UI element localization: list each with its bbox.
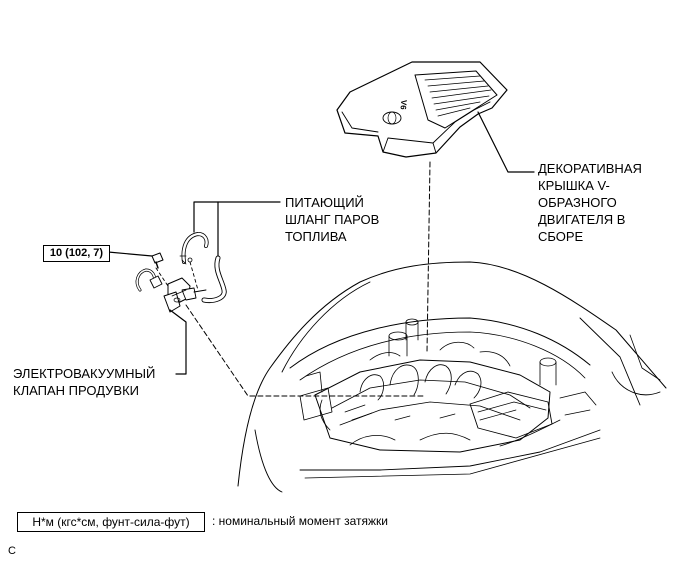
engine-cover-label-line: ОБРАЗНОГО bbox=[538, 195, 617, 210]
legend-units-box: Н*м (кгс*см, фунт-сила-фут) bbox=[17, 512, 205, 532]
legend-description: : номинальный момент затяжки bbox=[212, 514, 388, 528]
engine-cover-label-line: ДВИГАТЕЛЯ В bbox=[538, 212, 626, 227]
vapor-hose-label-line: ПИТАЮЩИЙ bbox=[285, 195, 364, 210]
torque-value-box: 10 (102, 7) bbox=[43, 245, 110, 262]
figure-code: C bbox=[8, 545, 16, 557]
vapor-hose-label-line: ШЛАНГ ПАРОВ bbox=[285, 212, 380, 227]
vapor-hose-leader bbox=[193, 201, 281, 257]
purge-valve-leader bbox=[155, 261, 426, 397]
purge-valve-illustration bbox=[135, 268, 207, 313]
torque-leader bbox=[107, 251, 153, 257]
engine-cover-label-line: СБОРЕ bbox=[538, 229, 584, 244]
engine-bay-illustration bbox=[237, 261, 667, 493]
bolt-illustration bbox=[151, 252, 164, 269]
vapor-hose-label-line: ТОПЛИВА bbox=[285, 229, 347, 244]
engine-cover-illustration bbox=[336, 61, 508, 158]
engine-cover-label-line: ДЕКОРАТИВНАЯ bbox=[538, 161, 642, 176]
purge-valve-label: ЭЛЕКТРОВАКУУМНЫЙ КЛАПАН ПРОДУВКИ bbox=[13, 365, 155, 399]
engine-cover-leader bbox=[426, 111, 535, 353]
engine-cover-label-line: КРЫШКА V- bbox=[538, 178, 610, 193]
cover-badge: V6 bbox=[398, 99, 408, 110]
engine-cover-label: ДЕКОРАТИВНАЯ КРЫШКА V- ОБРАЗНОГО ДВИГАТЕ… bbox=[538, 160, 642, 245]
vapor-hose-label: ПИТАЮЩИЙ ШЛАНГ ПАРОВ ТОПЛИВА bbox=[285, 194, 379, 245]
purge-valve-label-line: КЛАПАН ПРОДУВКИ bbox=[13, 383, 139, 398]
purge-valve-label-line: ЭЛЕКТРОВАКУУМНЫЙ bbox=[13, 366, 156, 381]
